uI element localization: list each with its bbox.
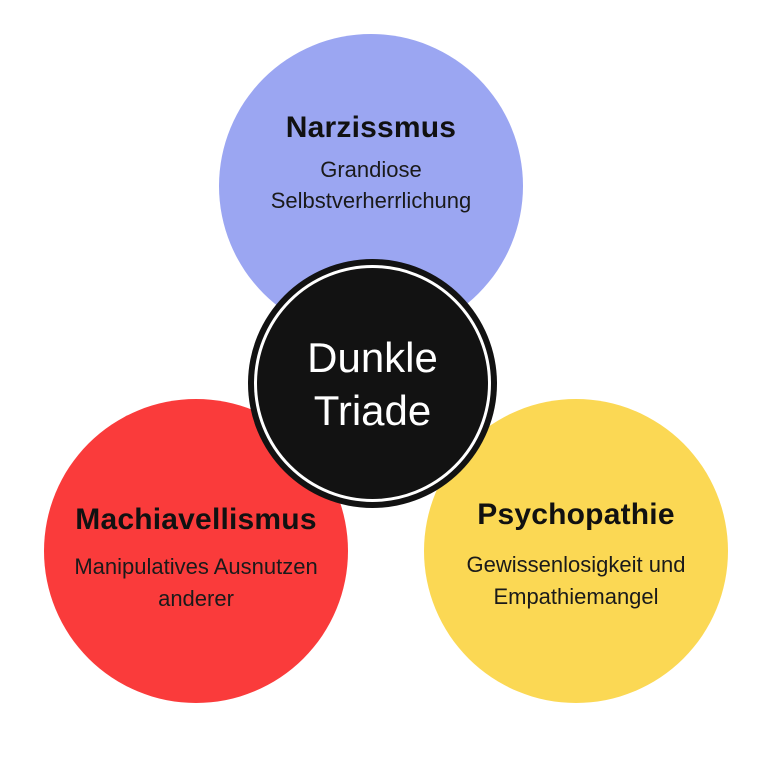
machiavellismus-description: Manipulatives Ausnutzen anderer: [44, 551, 348, 615]
center-label-line1: Dunkle: [307, 333, 438, 381]
machiavellismus-title: Machiavellismus: [75, 503, 317, 536]
center-label-line2: Triade: [313, 386, 432, 434]
center-label: Dunkle Triade: [307, 331, 438, 437]
psychopathie-description-line1: Gewissenlosigkeit und: [466, 552, 686, 577]
machiavellismus-description-line2: anderer: [158, 586, 234, 611]
circle-machiavellismus: Machiavellismus Manipulatives Ausnutzen …: [44, 399, 348, 703]
machiavellismus-description-line1: Manipulatives Ausnutzen: [74, 554, 318, 579]
narzissmus-description-line2: Selbstverherrlichung: [270, 188, 472, 213]
psychopathie-description: Gewissenlosigkeit und Empathiemangel: [424, 549, 728, 613]
psychopathie-description-line2: Empathiemangel: [493, 584, 659, 609]
psychopathie-title: Psychopathie: [477, 498, 675, 531]
narzissmus-title: Narzissmus: [285, 111, 457, 144]
narzissmus-description: Grandiose Selbstverherrlichung: [219, 154, 523, 216]
center-circle-dunkle-triade: Dunkle Triade: [248, 259, 497, 508]
narzissmus-description-line1: Grandiose: [320, 157, 422, 182]
